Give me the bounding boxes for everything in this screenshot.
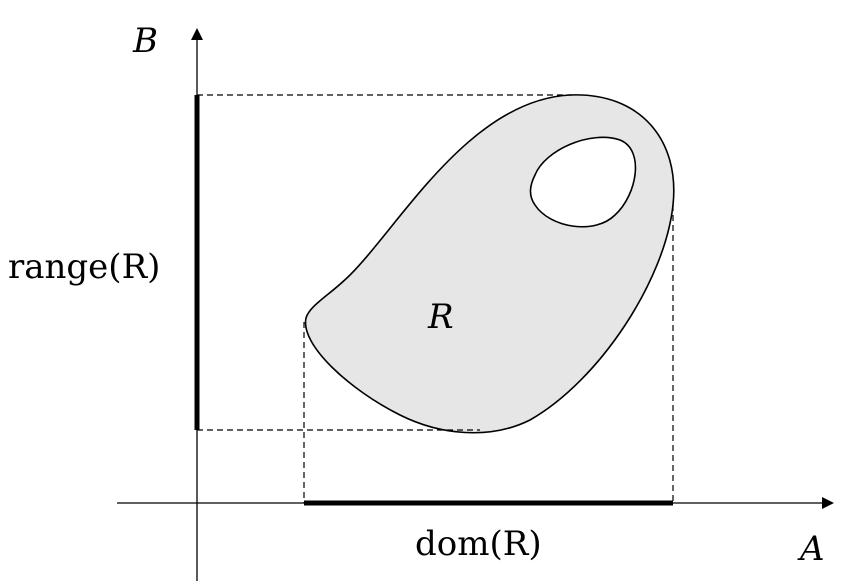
range-label: range(R): [8, 247, 160, 287]
region-label: R: [427, 297, 454, 337]
y-axis-label: B: [132, 21, 158, 61]
x-axis-label: A: [797, 529, 825, 569]
region-r: [304, 94, 675, 434]
domain-label: dom(R): [415, 524, 542, 564]
